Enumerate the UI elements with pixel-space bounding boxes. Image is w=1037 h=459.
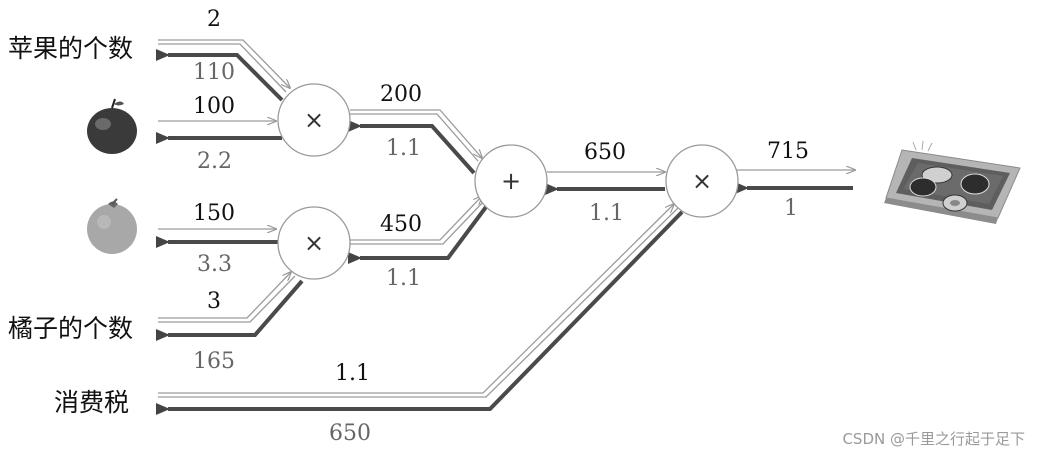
bwd-result: 1 [784,196,798,221]
fwd-apple-price: 100 [193,94,235,119]
edge-fwd-tax [158,204,674,394]
node-mul-apple: × [277,83,351,157]
node-add: + [474,144,548,218]
forward-edges [158,39,855,398]
bwd-apple-count: 110 [193,60,235,85]
bwd-orange-count: 165 [193,349,235,374]
node-mul-tax: × [665,144,739,218]
apple-count-label: 苹果的个数 [8,34,134,63]
node-mul-apple-symbol: × [304,106,324,134]
fwd-orange-price: 150 [193,201,235,226]
bwd-apple-price: 2.2 [197,149,232,174]
fwd-orange-count: 3 [207,289,221,314]
bwd-sum: 1.1 [589,201,624,226]
edge-fwd-orange-total [350,196,482,241]
edge-bwd-tax [156,210,684,415]
edge-fwd-orange-count [158,272,291,319]
bwd-tax: 650 [329,421,371,446]
coin-tray-icon [884,140,1021,224]
tax-label: 消费税 [54,388,130,417]
bwd-apple-total: 1.1 [386,136,421,161]
fwd-tax: 1.1 [335,361,370,386]
fwd-apple-total: 200 [380,82,422,107]
edge-bwd-apple-count [156,49,284,102]
apple-icon [87,98,137,154]
edge-bwd-apple-total [348,120,476,175]
orange-icon [87,198,137,254]
node-mul-orange-symbol: × [304,229,324,257]
fwd-apple-count: 2 [207,7,221,32]
fwd-result: 715 [767,139,809,164]
edge-bwd-orange-count [156,279,304,341]
fwd-orange-total: 450 [380,212,422,237]
edge-bwd-orange-total [348,205,488,264]
backward-edges [156,49,853,415]
edge-fwd-apple-count [158,39,290,88]
node-mul-orange: × [277,206,351,280]
bwd-orange-price: 3.3 [197,252,232,277]
node-mul-tax-symbol: × [692,167,712,195]
node-add-symbol: + [501,167,521,195]
orange-count-label: 橘子的个数 [8,314,134,343]
fwd-sum: 650 [584,140,626,165]
bwd-orange-total: 1.1 [386,266,421,291]
edge-fwd-apple-total [350,109,482,158]
watermark: CSDN @千里之行起于足下 [842,430,1025,448]
